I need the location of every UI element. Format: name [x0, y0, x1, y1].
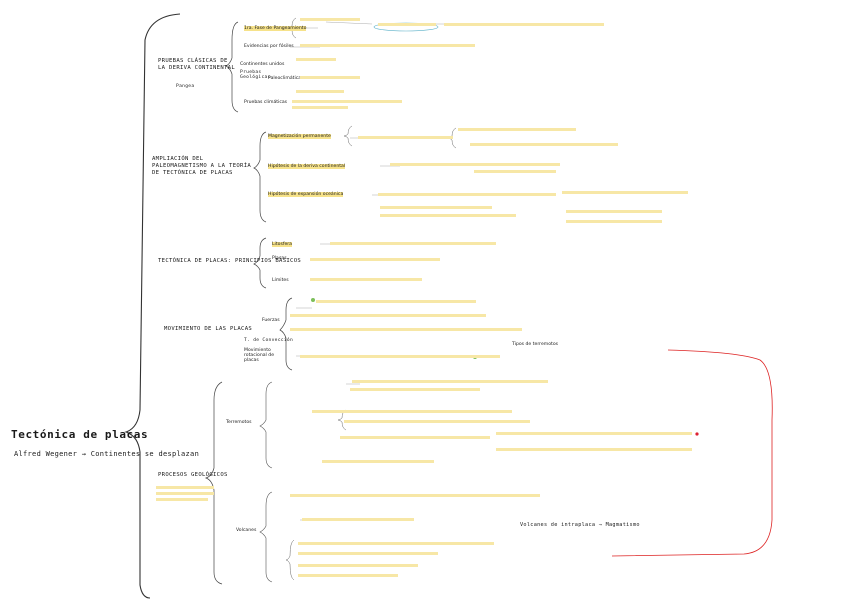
brace-section-1 — [225, 21, 239, 113]
section-4-item-1: Fuerzas — [262, 318, 280, 323]
section-1-item-2: Evidencias por fósiles — [244, 44, 294, 49]
section-3-item-1: Litosfera — [272, 242, 292, 247]
section-1-heading: Pruebas clásicas de la deriva continenta… — [158, 58, 236, 71]
section-5-item-1: Terremotos — [226, 420, 252, 425]
main-brace — [124, 13, 181, 599]
brace-section-2 — [253, 131, 267, 223]
section-4-item-3: Movimiento rotacional de placas — [244, 348, 275, 363]
connector-lines — [290, 21, 470, 521]
brace-section-3 — [253, 237, 267, 289]
section-1-item-3: Continentes unidos — [240, 62, 285, 67]
section-2-item-3: Hipótesis de expansión oceánica — [268, 192, 344, 197]
brace-volcanes — [259, 491, 273, 583]
section-5-heading: Procesos geológicos — [158, 472, 228, 478]
section-2-item-1: Magnetización permanente — [268, 134, 331, 139]
section-2-item-2: Hipótesis de la deriva continental — [268, 164, 346, 169]
brace-section-4 — [279, 297, 293, 371]
section-3-heading: Tectónica de placas: principios básicos — [158, 258, 302, 264]
section-2-heading: Ampliación del paleomagnetismo a la teor… — [152, 156, 252, 176]
section-1-item-5: Pruebas climáticas — [244, 100, 288, 105]
red-bracket — [611, 349, 773, 557]
page-title: Tectónica de placas — [11, 428, 149, 441]
page-subtitle: Alfred Wegener → Continentes se desplaza… — [14, 450, 200, 458]
section-1-item-6: Paleoclimáticas — [268, 76, 304, 81]
section-1-item-1: 1ra. Fase de Pangeamiento — [244, 26, 307, 31]
brace-section-5 — [204, 381, 223, 585]
red-note: Volcanes de intraplaca → Magmatismo — [520, 522, 640, 528]
side-note: Tipos de terremotos — [512, 342, 559, 347]
section-5-item-2: Volcanes — [236, 528, 257, 533]
brace-terremotos — [259, 381, 273, 469]
section-1-item-4: Pruebas Geológicas — [240, 70, 271, 80]
section-4-item-2: T. de Convección — [244, 338, 294, 343]
section-4-heading: Movimiento de las placas — [164, 326, 253, 332]
section-3-item-3: Límites — [272, 278, 289, 283]
section-1-extra: Pangea — [176, 84, 195, 89]
section-3-item-2: Placas — [272, 256, 287, 261]
